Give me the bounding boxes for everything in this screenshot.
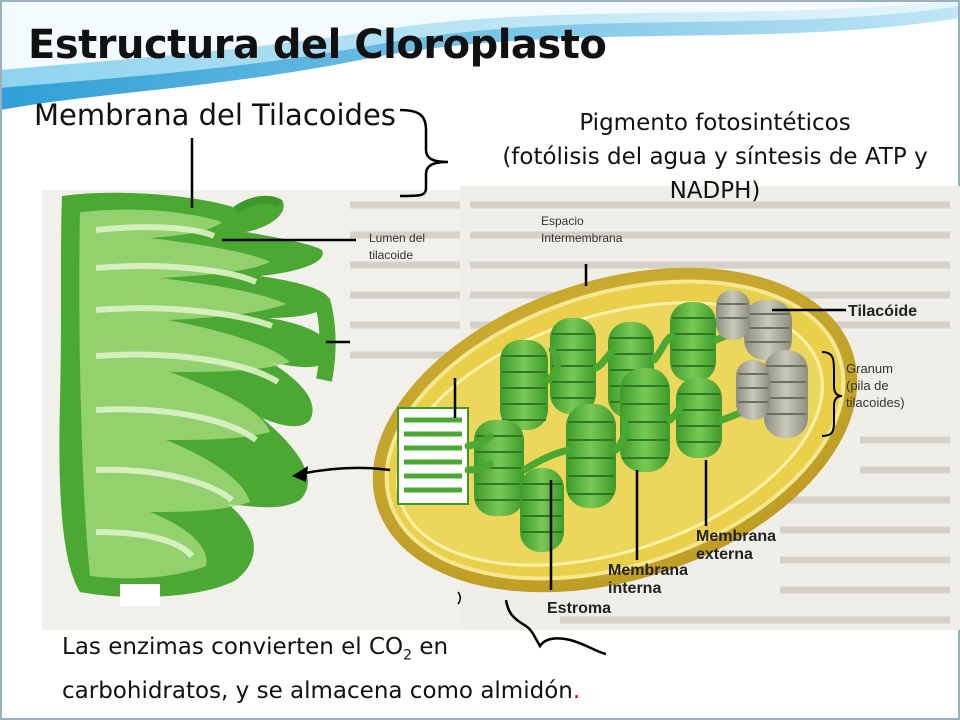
lumen-label: Lumen del tilacoide (369, 231, 426, 262)
small-paren (457, 591, 461, 605)
pigment-line-2: (fotólisis del agua y síntesis de ATP y (502, 144, 928, 170)
granum-label: Granum (pila de tilacoides) (846, 361, 905, 410)
enzyme-description: Las enzimas convierten el CO2 en carbohi… (62, 630, 580, 709)
grana-stacks-grey (716, 290, 808, 438)
grana-stacks-green (474, 302, 722, 552)
slide-title: Estructura del Cloroplasto (28, 22, 607, 68)
pigment-description: Pigmento fotosintéticos (fotólisis del a… (470, 106, 960, 208)
thylakoid-label: Tilacóide (848, 303, 918, 320)
enzyme-line-2: carbohidratos, y se almacena como almidó… (62, 677, 581, 704)
label-leaders (190, 138, 846, 590)
membrane-heading: Membrana del Tilacoides (34, 98, 396, 132)
enlarge-arrow (292, 466, 391, 482)
thylakoid-membrane-enlarged (59, 192, 336, 606)
pigment-line-3: NADPH) (669, 178, 761, 204)
granum-bracket (821, 351, 843, 437)
inner-membrane-label: Membrana interna (608, 562, 689, 597)
envelope-cutaway (397, 407, 469, 505)
enzyme-line-1: Las enzimas convierten el CO2 en (62, 634, 449, 664)
enzyme-brace (504, 599, 607, 656)
stroma-label: Estroma (547, 600, 612, 617)
pigment-brace (399, 108, 449, 198)
outer-membrane-label: Membrana externa (696, 528, 777, 563)
pigment-line-1: Pigmento fotosintéticos (579, 110, 851, 136)
intermembrane-label: Espacio Intermembrana (541, 214, 623, 245)
top-wave-white (0, 0, 960, 70)
